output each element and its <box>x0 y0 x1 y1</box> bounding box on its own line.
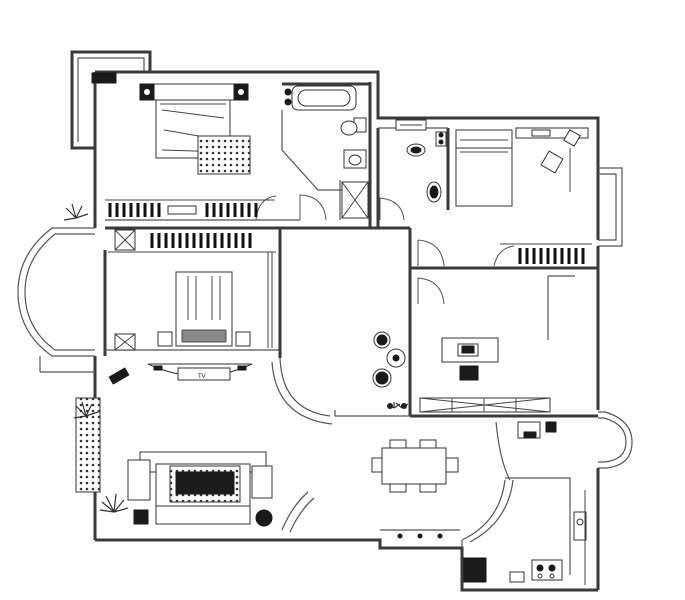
sofa-front <box>155 505 251 525</box>
tv <box>177 367 231 381</box>
kitchen <box>463 421 587 585</box>
interior-walls <box>103 82 598 575</box>
wardrobe-bars-3 <box>150 233 252 248</box>
window-marks <box>397 533 443 539</box>
plant-living <box>99 493 129 513</box>
plant-bay <box>63 203 89 221</box>
side-table <box>133 509 149 525</box>
chair <box>540 150 564 174</box>
master-bedroom <box>91 72 275 217</box>
stove <box>531 559 563 581</box>
small-bedroom <box>108 229 276 351</box>
study-chair <box>459 365 479 381</box>
living-room: TV <box>63 203 273 527</box>
planter-box <box>75 397 101 493</box>
entry-hall <box>372 331 409 409</box>
second-bedroom <box>455 127 592 267</box>
main-bathroom <box>284 85 369 219</box>
plant-planter <box>73 401 99 419</box>
side-stool <box>255 509 273 527</box>
plant-small <box>387 402 409 409</box>
kitchen-cabinet <box>463 557 487 583</box>
toilet <box>340 120 358 136</box>
study-room <box>419 337 551 413</box>
pillow <box>181 329 227 343</box>
armchair-right <box>251 465 273 499</box>
sink <box>573 511 587 541</box>
tv-label: TV <box>198 374 206 380</box>
dining-area <box>371 439 459 493</box>
headboard <box>139 83 249 101</box>
outer-walls <box>17 50 633 592</box>
speaker <box>108 367 130 385</box>
bed-rug <box>197 135 251 175</box>
wardrobe-bars-1 <box>108 203 258 217</box>
ac-unit <box>91 72 117 84</box>
wardrobe-bars-2 <box>518 248 585 264</box>
second-bathroom <box>395 119 447 203</box>
dining-table <box>381 447 447 485</box>
armchair-left <box>127 459 151 501</box>
desk <box>515 127 589 139</box>
